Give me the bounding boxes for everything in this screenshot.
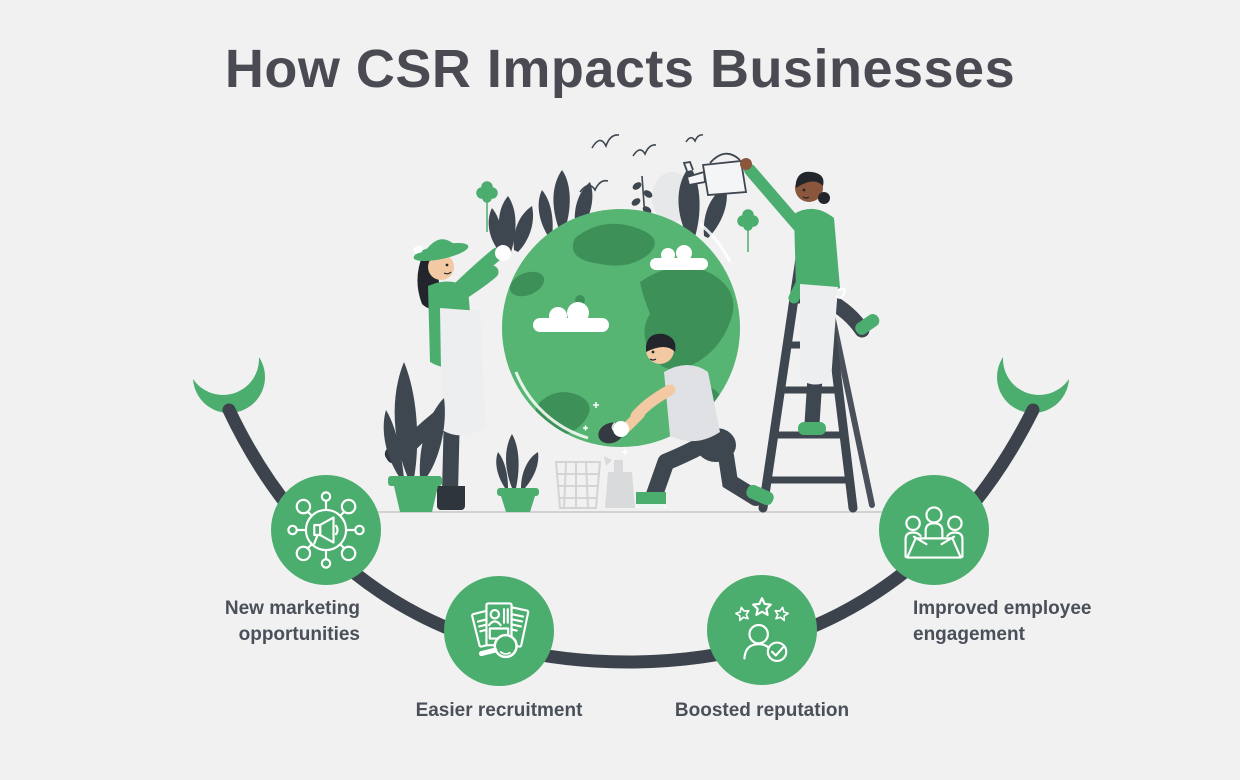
sparkles (583, 402, 628, 455)
node-reputation (707, 575, 817, 685)
birds-icon (579, 134, 704, 193)
woman-planting (384, 196, 534, 510)
node-marketing (271, 475, 381, 585)
node-engagement (879, 475, 989, 585)
meeting-table-icon (904, 506, 964, 559)
green-sneaker (636, 484, 774, 508)
node-recruitment (444, 576, 554, 686)
woman-watering (682, 152, 880, 435)
megaphone-network-icon (287, 491, 365, 569)
man-polishing (598, 333, 774, 508)
person-stars-check-icon (735, 597, 789, 663)
label-recruitment: Easier recruitment (415, 700, 583, 721)
label-reputation: Boosted reputation (674, 700, 850, 721)
resume-search-icon (471, 602, 530, 659)
label-marketing: New marketing opportunities (224, 598, 360, 645)
crescent-right-icon (997, 323, 1075, 413)
flower-sprigs (476, 181, 759, 252)
spray-bottle-icon (604, 456, 635, 508)
wire-basket-icon (554, 461, 602, 509)
potted-plants (383, 362, 539, 512)
page-title: How CSR Impacts Businesses (224, 39, 1016, 99)
crescent-left-icon (187, 323, 265, 413)
cloud-icon (533, 245, 708, 332)
watering-can-icon (682, 152, 748, 196)
label-engagement: Improved employee engagement (913, 598, 1092, 645)
globe-illustration (383, 134, 880, 513)
leaves-in-hand (488, 196, 534, 261)
